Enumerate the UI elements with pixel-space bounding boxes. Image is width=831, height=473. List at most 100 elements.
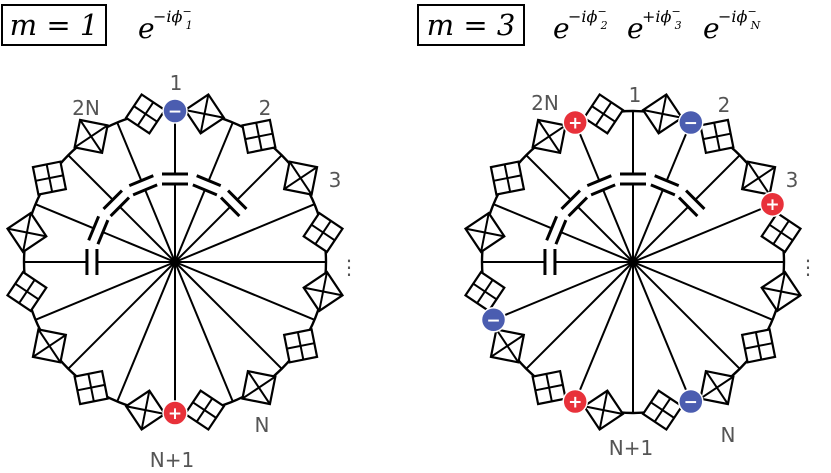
m1-junction-diag-b-4 bbox=[318, 271, 328, 312]
m3-junction-cross-b-7 bbox=[650, 401, 675, 419]
m3-junction-diag-b-0 bbox=[642, 109, 683, 119]
m3-charge-5 bbox=[678, 388, 704, 415]
m3-term-0-sub: 2 bbox=[600, 19, 608, 32]
m1-term-0-iphi: iϕ bbox=[166, 7, 182, 26]
m3-capacitor-2-plate-0 bbox=[677, 196, 699, 218]
m3-junction-cross-b-3 bbox=[772, 220, 790, 245]
m3-spoke-6 bbox=[632, 261, 741, 370]
m3-term-0-iphi: iϕ bbox=[581, 7, 597, 26]
m3-charge-sign-4: + bbox=[568, 393, 582, 413]
m3-term-2-base: e bbox=[703, 12, 720, 45]
m1-capacitor-1-plate-1 bbox=[196, 174, 222, 188]
m3-junction-cross-b-5 bbox=[744, 342, 773, 350]
panel-m1-header: m = 1 e −iϕ−1 bbox=[1, 4, 193, 46]
m1-spoke-outer-1 bbox=[207, 122, 234, 182]
m3-spoke-inner-14 bbox=[577, 206, 634, 263]
m3-junction-cross-b-13 bbox=[493, 174, 522, 182]
m3-site-label-n: N bbox=[721, 423, 736, 447]
m1-capacitor-2-plate-0 bbox=[219, 196, 241, 218]
m1-label: m = 1 bbox=[10, 8, 99, 42]
m1-junction-cross-b-7 bbox=[192, 401, 217, 419]
m1-spoke-outer-2 bbox=[236, 154, 283, 201]
m3-label: m = 3 bbox=[427, 8, 516, 42]
m3-junction-3 bbox=[760, 211, 803, 254]
m1-charge-sign-0: − bbox=[168, 102, 182, 122]
m1-junction-cross-b-3 bbox=[314, 220, 332, 245]
m3-spoke-outer-14 bbox=[525, 154, 572, 201]
m3-term-2-exp: −iϕ−N bbox=[718, 5, 761, 32]
m1-site-label-3: 3 bbox=[329, 168, 342, 192]
m3-junction-7 bbox=[641, 389, 684, 432]
m1-charge-1 bbox=[162, 400, 188, 426]
m3-charge-3 bbox=[480, 307, 507, 333]
circuit-m3: +−+−+− bbox=[463, 92, 803, 432]
m1-formula: e −iϕ−1 bbox=[138, 5, 193, 45]
m3-site-label-1: 1 bbox=[629, 83, 642, 107]
m1-charge-0 bbox=[162, 98, 188, 124]
m1-junction-13 bbox=[31, 160, 68, 196]
m3-junction-12 bbox=[463, 211, 506, 254]
m1-junction-0 bbox=[183, 92, 226, 135]
m1-site-label-2: 2 bbox=[259, 96, 272, 120]
m1-junction-12 bbox=[5, 211, 48, 254]
m1-site-labels: 1 2 3 ⋮ N N+1 2N bbox=[72, 71, 359, 472]
m3-junction-cross-b-1 bbox=[713, 122, 721, 151]
m3-charge-2 bbox=[759, 191, 786, 217]
m3-term-0-sign: − bbox=[568, 7, 581, 26]
m1-spoke-3 bbox=[174, 203, 315, 263]
m1-junction-11 bbox=[5, 270, 48, 313]
m1-junction-5 bbox=[282, 328, 319, 364]
m1-capacitor-15-plate-0 bbox=[132, 183, 158, 197]
m3-junction-diag-b-14 bbox=[532, 124, 567, 149]
m3-junction-11 bbox=[463, 270, 506, 313]
m3-junction-10 bbox=[489, 328, 526, 364]
m3-charge-sign-0: + bbox=[568, 114, 582, 134]
m1-spoke-inner-15 bbox=[144, 189, 176, 263]
m1-junction-9 bbox=[73, 369, 109, 406]
m3-term-0-base: e bbox=[553, 12, 570, 45]
m3-junction-diag-b-8 bbox=[583, 405, 624, 415]
m1-junction-cross-b-5 bbox=[286, 342, 315, 350]
m3-term-2-iphi: iϕ bbox=[731, 7, 747, 26]
m3-spoke-7 bbox=[632, 261, 692, 402]
m1-junction-14 bbox=[73, 118, 109, 155]
m1-junction-diag-b-10 bbox=[37, 328, 62, 363]
m3-junction-diag-b-10 bbox=[495, 328, 520, 363]
m3-junction-15 bbox=[582, 92, 625, 135]
m1-term-0-sub: 1 bbox=[186, 19, 193, 32]
m3-term-1-sup: − bbox=[671, 5, 680, 18]
m1-spoke-7 bbox=[174, 261, 234, 402]
m3-junction-14 bbox=[531, 118, 567, 155]
m1-junction-diag-b-6 bbox=[241, 375, 276, 400]
m1-spoke-inner-1 bbox=[174, 189, 206, 263]
m1-junction-2 bbox=[282, 160, 319, 196]
m3-junction-9 bbox=[531, 369, 567, 406]
m3-term-2-sup: − bbox=[747, 5, 756, 18]
m3-term-1-sign: + bbox=[642, 7, 655, 26]
m3-capacitor-15-plate-0 bbox=[590, 183, 616, 197]
m3-term-1-exp: +iϕ−3 bbox=[642, 5, 682, 32]
m3-charge-sign-3: − bbox=[486, 311, 500, 331]
m1-capacitor-14-plate-0 bbox=[109, 196, 131, 218]
m1-junction-diag-b-14 bbox=[74, 124, 109, 149]
m1-junction-cross-b-13 bbox=[35, 174, 64, 182]
m1-charge-sign-1: + bbox=[168, 404, 182, 424]
m3-spoke-9 bbox=[574, 261, 634, 402]
m3-junction-diag-b-12 bbox=[480, 212, 490, 253]
m3-capacitor-14-plate-1 bbox=[560, 189, 581, 210]
m1-junction-4 bbox=[302, 270, 345, 313]
m1-site-label-n1: N+1 bbox=[150, 448, 194, 472]
m1-junction-diag-b-8 bbox=[125, 405, 166, 415]
m3-junction-5 bbox=[740, 328, 777, 364]
m1-spoke-inner-2 bbox=[174, 206, 231, 263]
m3-spoke-10 bbox=[525, 261, 634, 370]
m3-junction-2 bbox=[740, 160, 777, 196]
m1-spoke-10 bbox=[67, 261, 176, 370]
m3-spoke-5 bbox=[632, 261, 773, 321]
panel-m3-header: m = 3 e −iϕ−2 e +iϕ−3 e −iϕ−N bbox=[417, 4, 761, 46]
m1-spoke-outer-14 bbox=[67, 154, 114, 201]
m3-term-1-sub: 3 bbox=[675, 19, 682, 32]
m1-site-label-dots: ⋮ bbox=[339, 255, 359, 279]
m3-junction-13 bbox=[489, 160, 526, 196]
